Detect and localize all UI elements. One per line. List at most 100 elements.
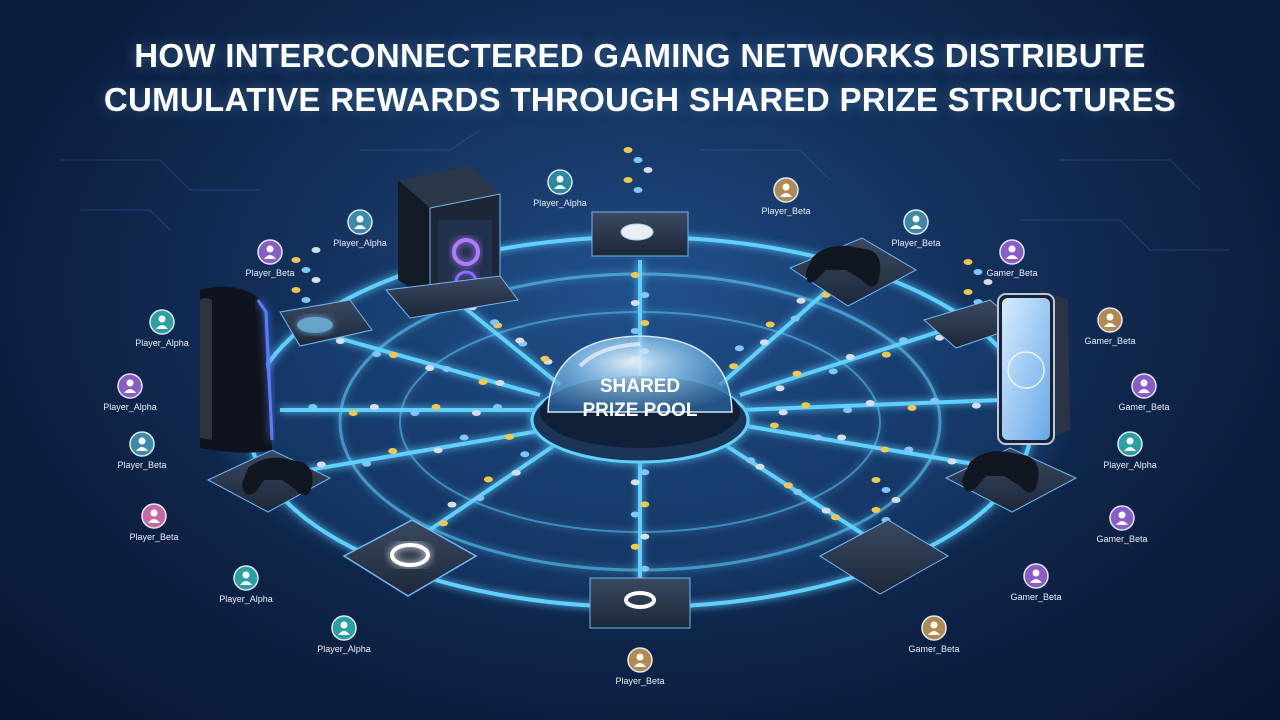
coin (865, 400, 875, 406)
player-node[interactable]: Gamer_Beta (908, 615, 960, 654)
coin (963, 259, 973, 265)
gamepad-icon (806, 245, 881, 287)
coin (630, 479, 640, 486)
player-label: Gamer_Beta (1096, 534, 1147, 544)
player-node[interactable]: Gamer_Beta (986, 239, 1038, 278)
console-icon[interactable] (200, 286, 274, 453)
coin (845, 354, 855, 360)
player-label: Player_Beta (891, 238, 940, 248)
user-icon (240, 571, 252, 585)
user-icon (1138, 379, 1150, 393)
coin (311, 277, 321, 283)
player-node[interactable]: Player_Beta (615, 647, 665, 686)
user-icon (148, 509, 160, 523)
device-tile-coins-right-bottom[interactable] (819, 519, 949, 595)
player-node[interactable]: Player_Alpha (317, 615, 371, 654)
player-label: Player_Beta (117, 460, 166, 470)
coin (633, 187, 643, 193)
pc-tower-icon[interactable] (385, 166, 519, 319)
coin (410, 410, 420, 416)
coin (311, 247, 321, 253)
player-label: Player_Alpha (135, 338, 189, 348)
player-node[interactable]: Player_Alpha (219, 565, 273, 604)
coin (881, 351, 891, 358)
coin (633, 157, 643, 163)
coin (438, 520, 448, 527)
player-node[interactable]: Gamer_Beta (1010, 563, 1062, 602)
device-tile-left-top[interactable] (279, 299, 373, 347)
device-tile-gamepad-right-top[interactable] (788, 237, 918, 307)
coin (734, 345, 744, 352)
coin (495, 380, 505, 386)
player-node[interactable]: Player_Beta (891, 209, 941, 248)
device-tile-gamepad-right-bottom[interactable] (944, 447, 1078, 513)
coin (630, 272, 640, 278)
player-node[interactable]: Player_Alpha (333, 209, 387, 248)
coin (947, 458, 957, 465)
coin (316, 461, 326, 468)
coin (478, 379, 488, 385)
player-label: Player_Beta (761, 206, 810, 216)
coin (493, 404, 503, 410)
device-tile-logo-left[interactable] (342, 519, 478, 597)
user-icon (928, 621, 940, 635)
coin (362, 460, 372, 467)
player-node[interactable]: Player_Beta (117, 431, 167, 470)
coin (623, 147, 633, 153)
user-icon (780, 183, 792, 197)
coin (755, 463, 765, 470)
coin (630, 300, 640, 306)
coin (796, 297, 806, 304)
player-label: Gamer_Beta (986, 268, 1037, 278)
coin (831, 514, 840, 521)
user-icon (554, 175, 566, 189)
player-label: Player_Alpha (1103, 460, 1157, 470)
device-tile-top[interactable] (591, 211, 689, 257)
coin (801, 402, 811, 409)
user-icon (1116, 511, 1128, 525)
coin (935, 334, 945, 341)
user-icon (354, 215, 366, 229)
coin (643, 167, 653, 173)
coin (769, 422, 779, 429)
coin (301, 297, 311, 303)
smartphone-icon[interactable] (997, 290, 1070, 445)
user-icon (910, 215, 922, 229)
coin (540, 355, 550, 362)
player-node[interactable]: Player_Alpha (103, 373, 157, 412)
player-label: Gamer_Beta (1010, 592, 1061, 602)
user-icon (1124, 437, 1136, 451)
player-label: Player_Alpha (533, 198, 587, 208)
player-node[interactable]: Gamer_Beta (1084, 307, 1136, 346)
player-node[interactable]: Player_Beta (245, 239, 295, 278)
coin (640, 565, 650, 572)
player-node[interactable]: Player_Alpha (1103, 431, 1157, 470)
player-label: Player_Beta (245, 268, 294, 278)
coin (898, 337, 908, 344)
coin (475, 495, 485, 501)
player-node[interactable]: Player_Beta (129, 503, 179, 542)
coin (520, 451, 530, 458)
coin (515, 337, 525, 344)
shared-prize-pool[interactable]: SHARED PRIZE POOL (530, 335, 750, 464)
coin (871, 507, 881, 513)
coin (759, 339, 769, 346)
player-label: Player_Beta (129, 532, 178, 542)
device-tile-logo-bottom[interactable] (589, 577, 691, 629)
player-node[interactable]: Gamer_Beta (1118, 373, 1170, 412)
player-node[interactable]: Player_Alpha (533, 169, 587, 208)
device-tile-gamepad-left-bottom[interactable] (206, 449, 332, 513)
player-node[interactable]: Player_Beta (761, 177, 811, 216)
player-node[interactable]: Gamer_Beta (1096, 505, 1148, 544)
coin (348, 410, 358, 416)
player-label: Player_Alpha (333, 238, 387, 248)
user-icon (1030, 569, 1042, 583)
coin (640, 469, 650, 476)
page-title: HOW INTERCONNECTERED GAMING NETWORKS DIS… (0, 34, 1280, 122)
coin (729, 363, 739, 370)
player-node[interactable]: Player_Alpha (135, 309, 189, 348)
coin (372, 351, 382, 357)
coin (640, 533, 650, 540)
coin (630, 511, 640, 518)
